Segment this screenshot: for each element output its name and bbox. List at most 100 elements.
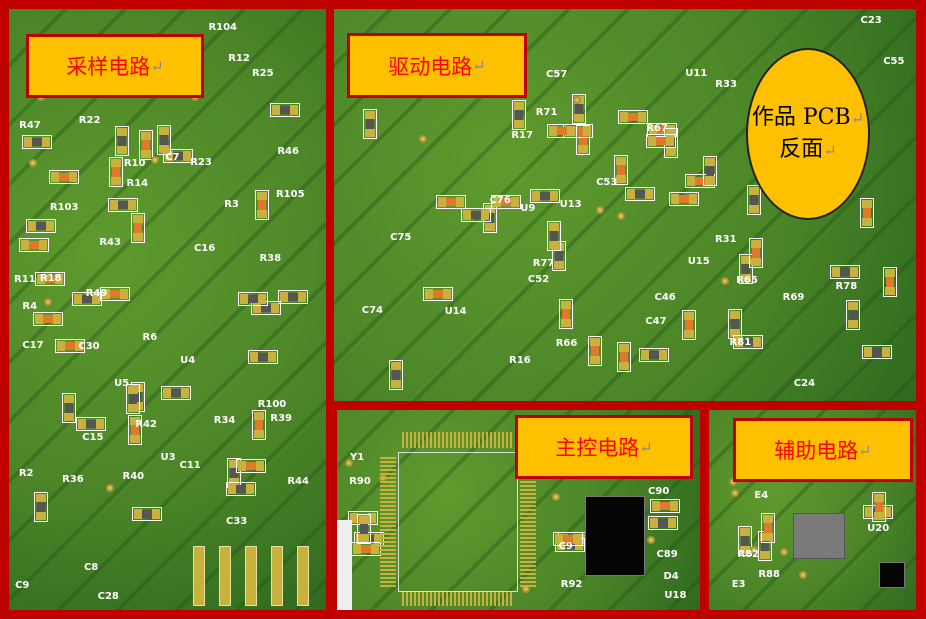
smd-component bbox=[436, 194, 467, 209]
via bbox=[42, 273, 51, 281]
silkscreen-designator: R39 bbox=[270, 413, 293, 425]
silkscreen-designator: R23 bbox=[190, 157, 212, 169]
silkscreen-designator: C89 bbox=[656, 549, 678, 561]
silkscreen-designator: R11 bbox=[14, 274, 36, 286]
smd-component bbox=[22, 134, 53, 149]
mcu-chip-outline bbox=[398, 452, 518, 592]
silkscreen-designator: D4 bbox=[663, 571, 679, 583]
connector-pad bbox=[245, 546, 257, 606]
return-mark: ↵ bbox=[150, 56, 164, 76]
connector-pad bbox=[219, 546, 231, 606]
smd-component bbox=[547, 220, 562, 251]
silkscreen-designator: R49 bbox=[85, 288, 108, 300]
silkscreen-designator: U3 bbox=[160, 452, 176, 464]
silkscreen-designator: R42 bbox=[135, 419, 157, 431]
silkscreen-designator: R92 bbox=[560, 578, 583, 590]
silkscreen-designator: C16 bbox=[193, 243, 216, 255]
via bbox=[750, 546, 759, 555]
silkscreen-designator: C9 bbox=[558, 540, 573, 552]
via bbox=[595, 205, 604, 214]
smd-component bbox=[238, 292, 269, 306]
silkscreen-designator: U18 bbox=[664, 590, 687, 602]
smd-component bbox=[423, 286, 454, 301]
smd-component bbox=[587, 335, 602, 366]
silkscreen-designator: R67 bbox=[646, 123, 668, 135]
smd-component bbox=[252, 410, 267, 441]
silkscreen-designator: R25 bbox=[251, 68, 274, 80]
smd-component bbox=[646, 134, 677, 149]
smd-component bbox=[512, 100, 527, 131]
silkscreen-designator: C53 bbox=[596, 177, 618, 189]
silkscreen-designator: R43 bbox=[99, 237, 121, 249]
silkscreen-designator: C23 bbox=[860, 14, 882, 26]
silkscreen-designator: R2 bbox=[18, 468, 34, 480]
sampling-circuit-label: 采样电路↵ bbox=[26, 34, 204, 98]
smd-component bbox=[547, 124, 578, 139]
black-ic-chip bbox=[585, 496, 645, 576]
smd-component bbox=[278, 289, 309, 304]
via bbox=[29, 158, 38, 167]
silkscreen-designator: C33 bbox=[225, 516, 248, 528]
silkscreen-designator: R104 bbox=[208, 22, 238, 34]
smd-component bbox=[18, 237, 49, 252]
smd-component bbox=[247, 350, 278, 365]
silkscreen-designator: R69 bbox=[782, 291, 805, 303]
silkscreen-designator: C15 bbox=[82, 431, 104, 443]
silkscreen-designator: C57 bbox=[546, 69, 568, 81]
silkscreen-designator: R3 bbox=[224, 198, 239, 210]
smd-component bbox=[362, 108, 377, 139]
silkscreen-designator: R66 bbox=[555, 337, 578, 349]
mcu-pins-right bbox=[520, 455, 536, 587]
smd-component bbox=[830, 265, 861, 280]
smd-component bbox=[54, 338, 85, 353]
silkscreen-designator: U4 bbox=[180, 355, 196, 367]
silkscreen-designator: U15 bbox=[687, 256, 710, 268]
silkscreen-designator: R10 bbox=[123, 158, 146, 170]
silkscreen-designator: R33 bbox=[715, 79, 737, 91]
smd-component bbox=[647, 516, 678, 531]
auxiliary-circuit-label: 辅助电路↵ bbox=[733, 418, 913, 482]
mcu-pins-bottom bbox=[402, 592, 514, 606]
smd-component bbox=[388, 360, 403, 391]
return-mark: ↵ bbox=[823, 141, 837, 160]
return-mark: ↵ bbox=[472, 56, 486, 75]
label-text: 作品 PCB bbox=[751, 105, 851, 131]
via bbox=[44, 297, 53, 306]
connector-pad bbox=[193, 546, 205, 606]
via bbox=[731, 489, 740, 498]
silkscreen-designator: R36 bbox=[62, 474, 84, 486]
silkscreen-designator: R4 bbox=[22, 301, 38, 313]
silkscreen-designator: C30 bbox=[78, 340, 100, 352]
via bbox=[344, 459, 353, 468]
smd-component bbox=[559, 299, 574, 330]
via bbox=[419, 135, 428, 144]
silkscreen-designator: R77 bbox=[532, 257, 555, 269]
silkscreen-designator: R78 bbox=[835, 280, 858, 292]
silkscreen-designator: U13 bbox=[559, 199, 582, 211]
smd-component bbox=[72, 291, 103, 306]
silkscreen-designator: R18 bbox=[39, 272, 62, 284]
silkscreen-designator: R105 bbox=[275, 189, 305, 201]
smd-component bbox=[226, 481, 257, 496]
silkscreen-designator: R65 bbox=[736, 275, 758, 287]
smd-component bbox=[460, 207, 491, 222]
smd-component bbox=[530, 188, 561, 203]
smd-component bbox=[131, 507, 162, 522]
silkscreen-designator: R34 bbox=[213, 414, 236, 426]
silkscreen-designator: R71 bbox=[535, 106, 558, 118]
silkscreen-designator: R6 bbox=[142, 331, 158, 343]
silkscreen-designator: C75 bbox=[390, 232, 412, 244]
silkscreen-designator: R90 bbox=[349, 475, 371, 487]
smd-component bbox=[760, 513, 775, 544]
silkscreen-designator: R88 bbox=[758, 568, 780, 580]
silkscreen-designator: R44 bbox=[287, 475, 309, 487]
smd-component bbox=[649, 499, 680, 514]
smd-component bbox=[109, 157, 124, 188]
smd-component bbox=[48, 170, 79, 185]
silkscreen-designator: C74 bbox=[361, 305, 383, 317]
silkscreen-designator: R16 bbox=[509, 355, 531, 367]
mcu-pins-top bbox=[402, 432, 514, 448]
silkscreen-designator: C46 bbox=[654, 292, 676, 304]
silkscreen-designator: C90 bbox=[648, 486, 670, 498]
control-circuit-label: 主控电路↵ bbox=[515, 415, 693, 479]
